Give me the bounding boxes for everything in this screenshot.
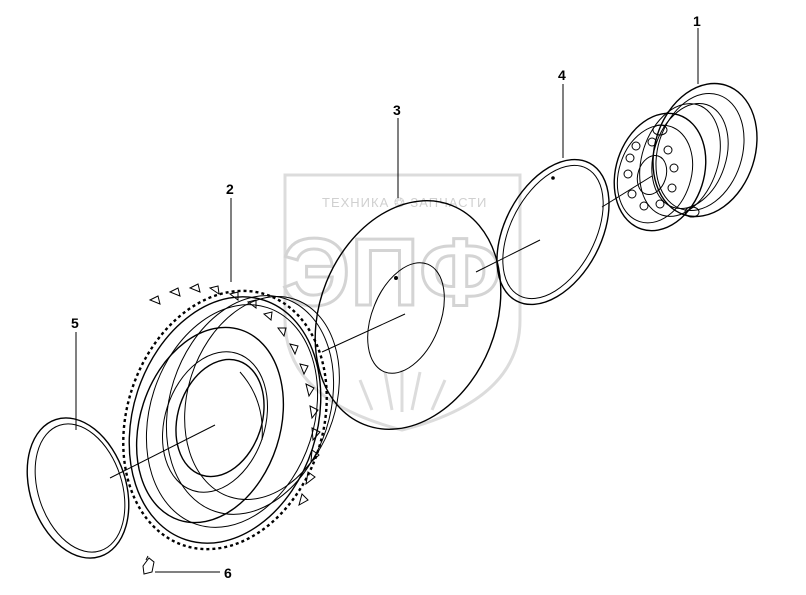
axis-line [109, 175, 653, 479]
leader-lines [75, 28, 699, 573]
watermark-caption: ТЕХНИКА ❂ ЗАПЧАСТИ [322, 195, 487, 210]
wheel-rim [613, 82, 758, 232]
callout-6: 6 [224, 565, 232, 581]
callout-1: 1 [693, 13, 701, 29]
side-ring [26, 417, 130, 559]
watermark-logo: ЭПФ [282, 219, 501, 326]
rim-flap [314, 200, 502, 430]
callout-2: 2 [226, 181, 234, 197]
callout-3: 3 [393, 102, 401, 118]
callout-5: 5 [71, 315, 79, 331]
callout-4: 4 [558, 67, 566, 83]
tire [122, 283, 340, 551]
lock-ring [496, 158, 610, 306]
callout-labels: 1 2 3 4 5 6 [71, 13, 701, 581]
valve [142, 555, 155, 575]
